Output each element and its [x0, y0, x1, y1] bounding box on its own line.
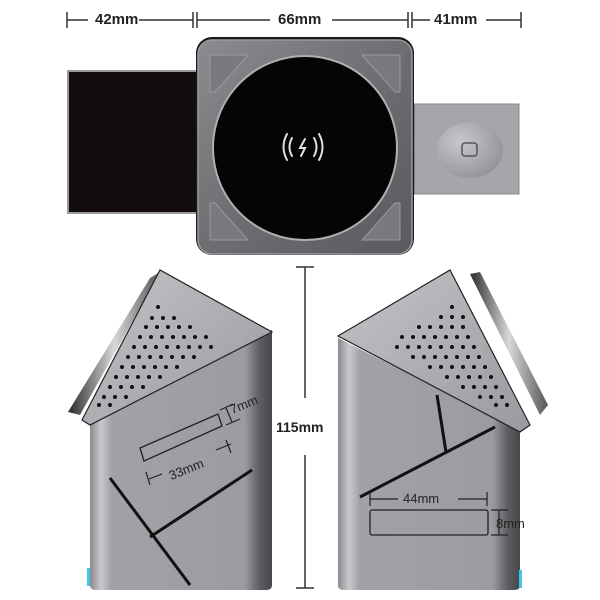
- speaker-grille-right: [395, 305, 509, 407]
- right-slot-width-label: 44mm: [403, 491, 440, 506]
- left-slot-dimension-lines: [145, 403, 241, 486]
- right-slot-dimension-lines: [369, 492, 508, 536]
- height-dimension-line: [296, 266, 314, 589]
- top-dimension-lines: [66, 12, 522, 28]
- left-width-label: 42mm: [95, 11, 139, 28]
- height-label: 115mm: [276, 419, 324, 435]
- phone-charging-panel: [67, 70, 197, 214]
- speaker-grille-left: [97, 305, 213, 407]
- left-side-view: [68, 269, 274, 590]
- wireless-charging-icon: [282, 133, 324, 161]
- right-side-view: [336, 269, 548, 590]
- center-width-label: 66mm: [278, 11, 322, 28]
- right-width-label: 41mm: [434, 11, 478, 28]
- right-slot-height-label: 8mm: [496, 516, 525, 531]
- watch-charging-arm: [404, 103, 520, 195]
